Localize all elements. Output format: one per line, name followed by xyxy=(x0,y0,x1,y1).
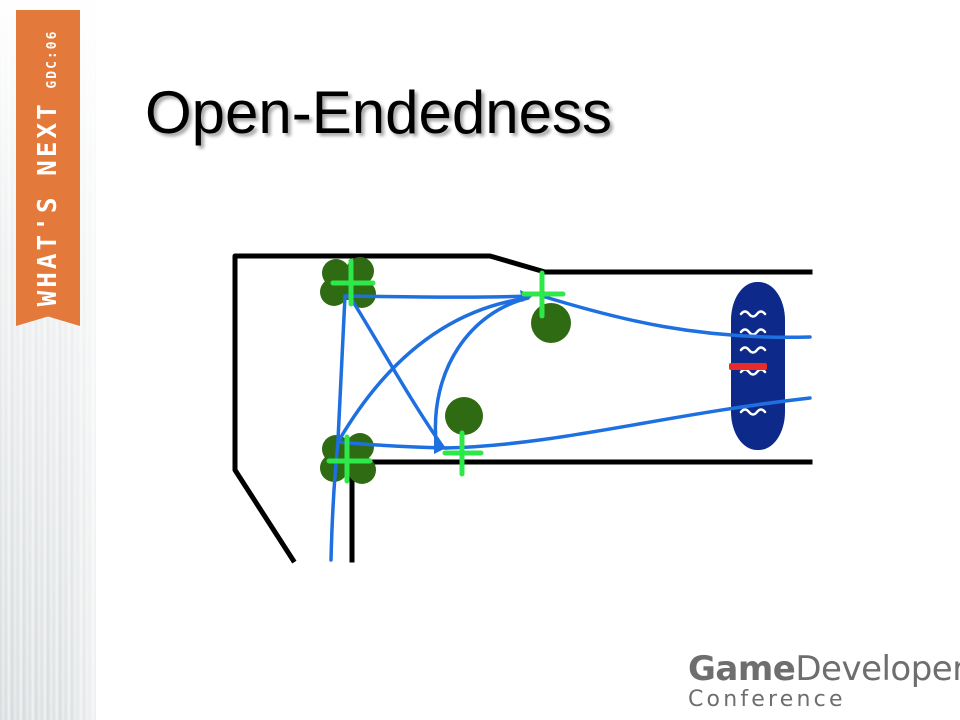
wave-mark xyxy=(739,310,767,318)
tree-bottom xyxy=(445,397,483,435)
path-arrowheads xyxy=(434,290,533,454)
logo-game-text: Game xyxy=(688,649,796,689)
logo-conference-text: Conference xyxy=(688,687,846,712)
path-loop xyxy=(433,296,530,444)
movement-paths xyxy=(329,294,812,562)
plus-marker-bush-top xyxy=(330,258,376,307)
plus-markers xyxy=(326,258,566,484)
path-top-down xyxy=(336,294,347,442)
inner-wall xyxy=(349,459,813,563)
wave-mark xyxy=(739,408,767,416)
arrowhead xyxy=(434,440,446,454)
path-bottom-right xyxy=(444,396,812,450)
path-exit-down xyxy=(329,440,340,562)
path-top-diagonal xyxy=(350,298,445,449)
wave-mark xyxy=(739,328,767,336)
slide-title: Open-Endedness xyxy=(145,79,612,146)
outer-wall xyxy=(232,253,813,564)
plus-marker-tree-top xyxy=(521,270,566,319)
path-curve-right xyxy=(540,294,812,340)
path-bottom-up xyxy=(336,296,530,444)
plus-marker-tree-bottom xyxy=(442,430,484,477)
conference-badge xyxy=(16,10,80,326)
gdc-logo: GameDevelopers Conference xyxy=(688,652,960,714)
logo-developers-text: Developers xyxy=(795,649,960,689)
logo-top-line: GameDevelopers xyxy=(688,652,960,686)
plus-marker-bush-bottom xyxy=(326,434,373,484)
path-top-across xyxy=(343,294,532,299)
wave-mark xyxy=(739,346,767,354)
minus-marker xyxy=(729,363,767,370)
tree-top xyxy=(531,303,571,343)
